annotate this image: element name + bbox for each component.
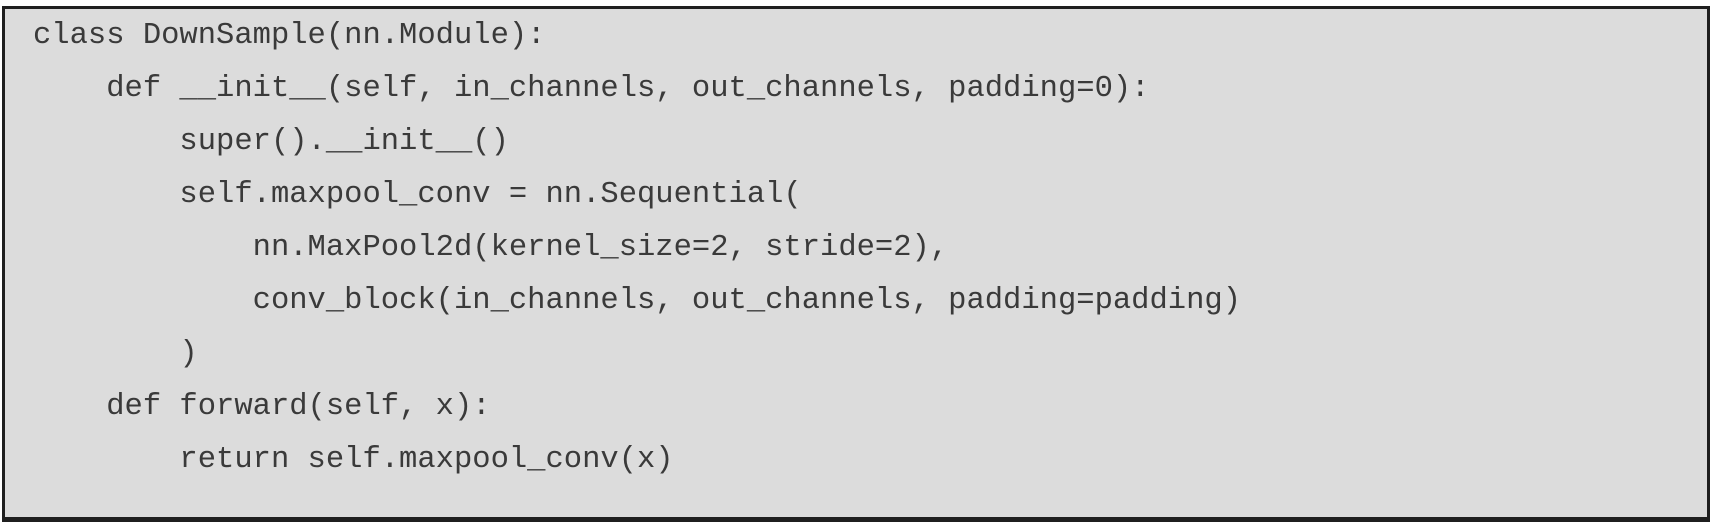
code-block: class DownSample(nn.Module): def __init_… [2, 6, 1710, 522]
code-text: class DownSample(nn.Module): def __init_… [33, 19, 1241, 477]
